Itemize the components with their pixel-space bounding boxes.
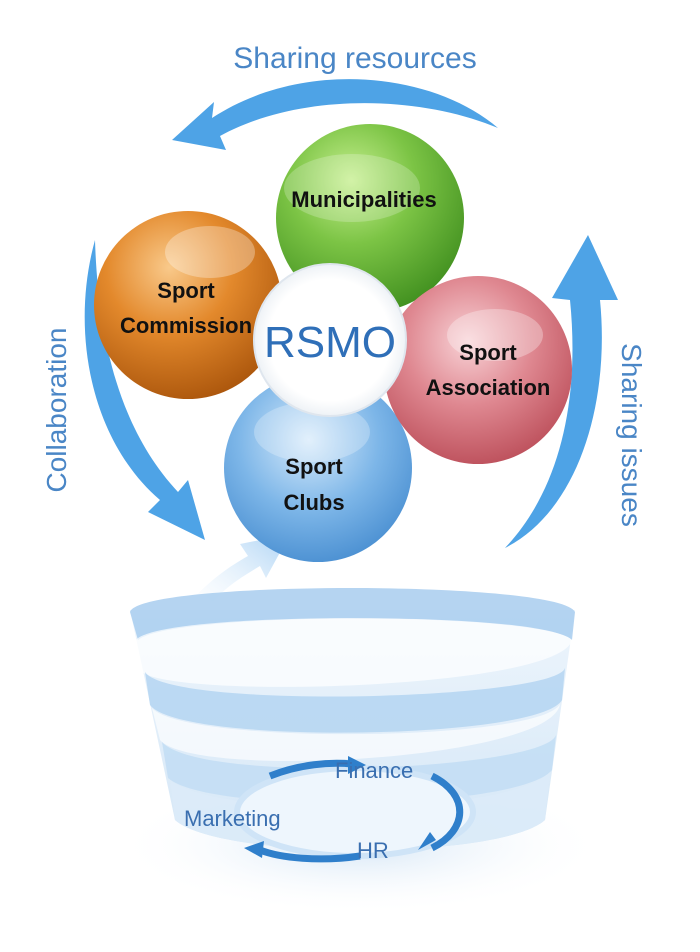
municipalities-label: Municipalities [291,187,436,212]
node-sport-association: Sport Association [384,276,572,464]
node-sport-commission: Sport Commission [94,211,282,399]
inner-cycle-arrows [244,756,464,863]
up-arrow [190,534,290,612]
sport-association-line1: Sport [459,340,517,365]
sport-commission-line2: Commission [120,313,252,338]
node-rsmo: RSMO [253,263,407,417]
sport-clubs-line1: Sport [285,454,343,479]
label-sharing-resources: Sharing resources [233,42,476,75]
cycle-arrow-left [84,240,205,540]
label-sharing-issues: Sharing issues [616,343,647,527]
rsmo-label: RSMO [264,318,396,367]
label-finance: Finance [335,758,413,783]
cycle-arrow-top [172,79,498,150]
node-sport-clubs: Sport Clubs [224,374,412,562]
bowl [115,588,605,915]
sport-clubs-line2: Clubs [283,490,344,515]
cycle-arrow-right [505,235,618,548]
node-municipalities: Municipalities [276,124,464,312]
label-hr: HR [357,838,389,863]
sport-association-line2: Association [426,375,551,400]
label-marketing: Marketing [184,806,281,831]
sport-commission-line1: Sport [157,278,215,303]
label-collaboration: Collaboration [41,328,72,493]
